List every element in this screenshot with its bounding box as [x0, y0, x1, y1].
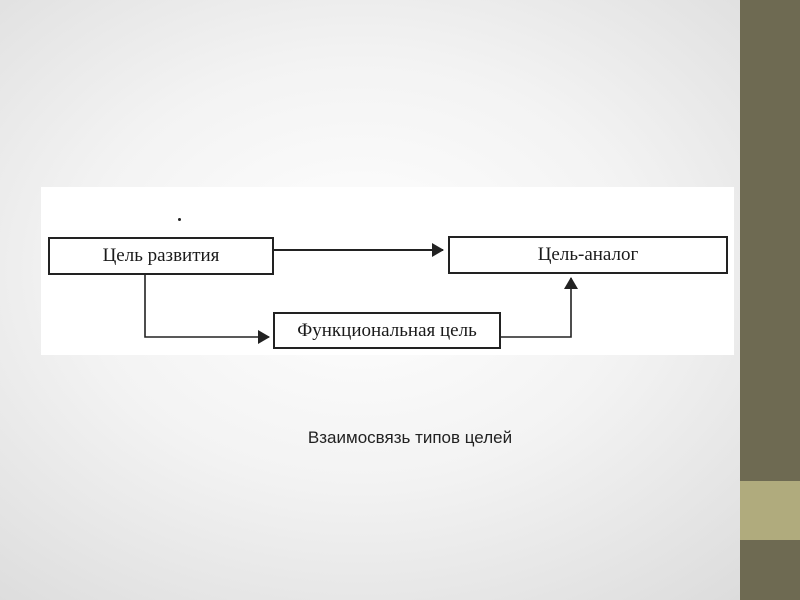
node-development-goal-label: Цель развития: [102, 245, 220, 266]
diagram-panel: Цель развития Цель-аналог Функциональная…: [41, 187, 734, 355]
node-functional-goal-label: Функциональная цель: [297, 319, 477, 341]
decorative-sidebar-accent: [740, 481, 800, 540]
node-analog-goal-label: Цель-аналог: [537, 244, 639, 265]
node-development-goal: Цель развития: [48, 237, 274, 275]
node-analog-goal: Цель-аналог: [448, 236, 728, 274]
stray-dot: [178, 218, 181, 221]
slide-caption: Взаимосвязь типов целей: [307, 428, 513, 447]
edge-functional-to-analog: [501, 277, 578, 338]
diagram-connectors: [144, 243, 578, 344]
node-functional-goal: Функциональная цель: [273, 312, 501, 349]
edge-development-to-functional: [144, 275, 270, 344]
